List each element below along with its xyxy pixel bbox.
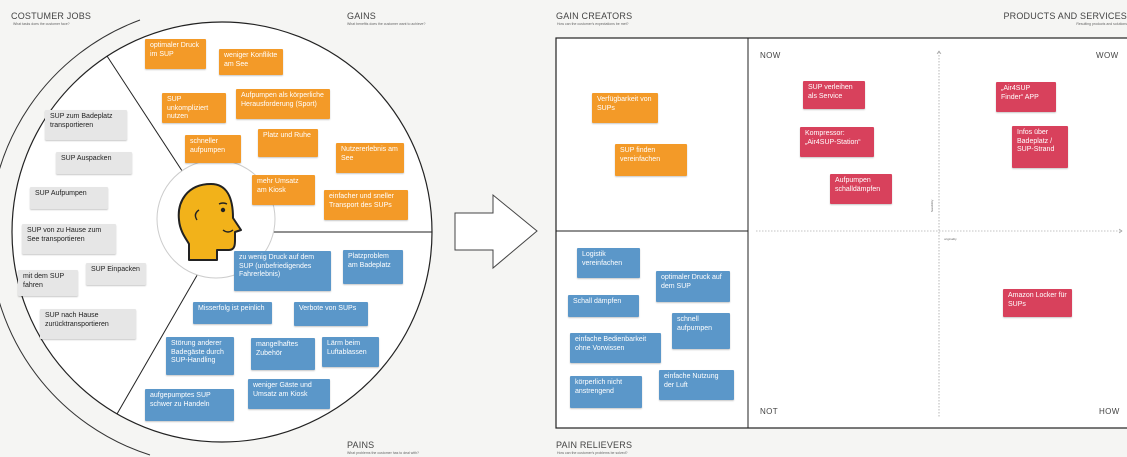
pain-note[interactable]: aufgepumptes SUP schwer zu Handeln bbox=[145, 389, 234, 421]
gain-note[interactable]: Nutzererlebnis am See bbox=[336, 143, 404, 173]
matrix-label-not: NOT bbox=[760, 407, 779, 416]
job-note[interactable]: SUP Einpacken bbox=[86, 263, 146, 285]
pain-note[interactable]: Platzproblem am Badeplatz bbox=[343, 250, 403, 284]
product-note[interactable]: Kompressor: „Air4SUP-Station“ bbox=[800, 127, 874, 157]
gain-note[interactable]: schneller aufpumpen bbox=[185, 135, 241, 163]
gains-title: GAINS bbox=[347, 11, 377, 21]
job-note[interactable]: mit dem SUP fahren bbox=[18, 270, 78, 296]
gain-note[interactable]: einfacher und sneller Transport des SUPs bbox=[324, 190, 408, 220]
pain-reliever-note[interactable]: einfache Bedienbarkeit ohne Vorwissen bbox=[570, 333, 661, 363]
pain-reliever-note[interactable]: Schall dämpfen bbox=[568, 295, 639, 317]
products-services-title: PRODUCTS AND SERVICES bbox=[1003, 11, 1127, 21]
job-note[interactable]: SUP von zu Hause zum See transportieren bbox=[22, 224, 116, 254]
pain-note[interactable]: Störung anderer Badegäste durch SUP-Hand… bbox=[166, 337, 234, 375]
pain-note[interactable]: Verbote von SUPs bbox=[294, 302, 368, 326]
product-note[interactable]: SUP verleihen als Service bbox=[803, 81, 865, 109]
pain-relievers-title: PAIN RELIEVERS bbox=[556, 440, 633, 450]
job-note[interactable]: SUP Aufpumpen bbox=[30, 187, 108, 209]
gain-creators-title: GAIN CREATORS bbox=[556, 11, 633, 21]
pains-title: PAINS bbox=[347, 440, 375, 450]
gain-note[interactable]: Aufpumpen als körperliche Herausforderun… bbox=[236, 89, 330, 119]
customer-face-icon bbox=[177, 183, 242, 261]
matrix-x-arrowhead bbox=[1118, 228, 1123, 234]
product-note[interactable]: Aufpumpen schalldämpfen bbox=[830, 174, 892, 204]
pain-note[interactable]: zu wenig Druck auf dem SUP (unbefriedige… bbox=[234, 251, 331, 291]
pain-note[interactable]: weniger Gäste und Umsatz am Kiosk bbox=[248, 379, 330, 409]
matrix-y-axis-label: feasibility bbox=[930, 199, 934, 212]
gain-creators-subtitle: How can the customer's expectations be m… bbox=[557, 22, 629, 26]
gain-note[interactable]: mehr Umsatz am Kiosk bbox=[252, 175, 315, 205]
pain-reliever-note[interactable]: schnell aufpumpen bbox=[672, 313, 730, 349]
products-services-subtitle: Resulting products and solutions bbox=[1076, 22, 1127, 26]
pain-note[interactable]: Misserfolg ist peinlich bbox=[193, 302, 272, 324]
pains-subtitle: What problems the customer has to deal w… bbox=[347, 451, 419, 455]
pain-reliever-note[interactable]: optimaler Druck auf dem SUP bbox=[656, 271, 730, 302]
gains-subtitle: What benefits does the customer want to … bbox=[347, 22, 426, 26]
pain-note[interactable]: Lärm beim Luftablassen bbox=[322, 337, 379, 367]
gain-note[interactable]: SUP unkompliziert nutzen bbox=[162, 93, 226, 123]
pain-note[interactable]: mangelhaftes Zubehör bbox=[251, 338, 315, 370]
gain-note[interactable]: Platz und Ruhe bbox=[258, 129, 318, 157]
customer-jobs-subtitle: What tasks does the customer face? bbox=[13, 22, 70, 26]
product-note[interactable]: „Air4SUP Finder“ APP bbox=[996, 82, 1056, 112]
customer-jobs-title: COSTUMER JOBS bbox=[11, 11, 92, 21]
gain-creator-note[interactable]: Verfügbarkeit von SUPs bbox=[592, 93, 658, 123]
pain-reliever-note[interactable]: Logistik vereinfachen bbox=[577, 248, 640, 278]
gain-note[interactable]: optimaler Druck im SUP bbox=[145, 39, 206, 69]
pain-reliever-note[interactable]: körperlich nicht anstrengend bbox=[570, 376, 642, 408]
pain-relievers-subtitle: How can the customer's problems be solve… bbox=[557, 451, 628, 455]
matrix-x-axis-label: originality bbox=[944, 237, 957, 241]
job-note[interactable]: SUP zum Badeplatz transportieren bbox=[45, 110, 127, 140]
job-note[interactable]: SUP Auspacken bbox=[56, 152, 132, 174]
transition-arrow bbox=[454, 193, 538, 270]
job-note[interactable]: SUP nach Hause zurücktransportieren bbox=[40, 309, 136, 339]
gain-note[interactable]: weniger Konflikte am See bbox=[219, 49, 283, 75]
matrix-y-arrowhead bbox=[936, 50, 942, 55]
product-note[interactable]: Infos über Badeplatz / SUP-Strand bbox=[1012, 126, 1068, 168]
gain-creator-note[interactable]: SUP finden vereinfachen bbox=[615, 144, 687, 176]
matrix-label-how: HOW bbox=[1099, 407, 1120, 416]
matrix-label-now: NOW bbox=[760, 51, 781, 60]
profile-outer-arc bbox=[0, 19, 151, 456]
matrix-label-wow: WOW bbox=[1096, 51, 1119, 60]
pain-reliever-note[interactable]: einfache Nutzung der Luft bbox=[659, 370, 734, 400]
product-note[interactable]: Amazon Locker für SUPs bbox=[1003, 289, 1072, 317]
